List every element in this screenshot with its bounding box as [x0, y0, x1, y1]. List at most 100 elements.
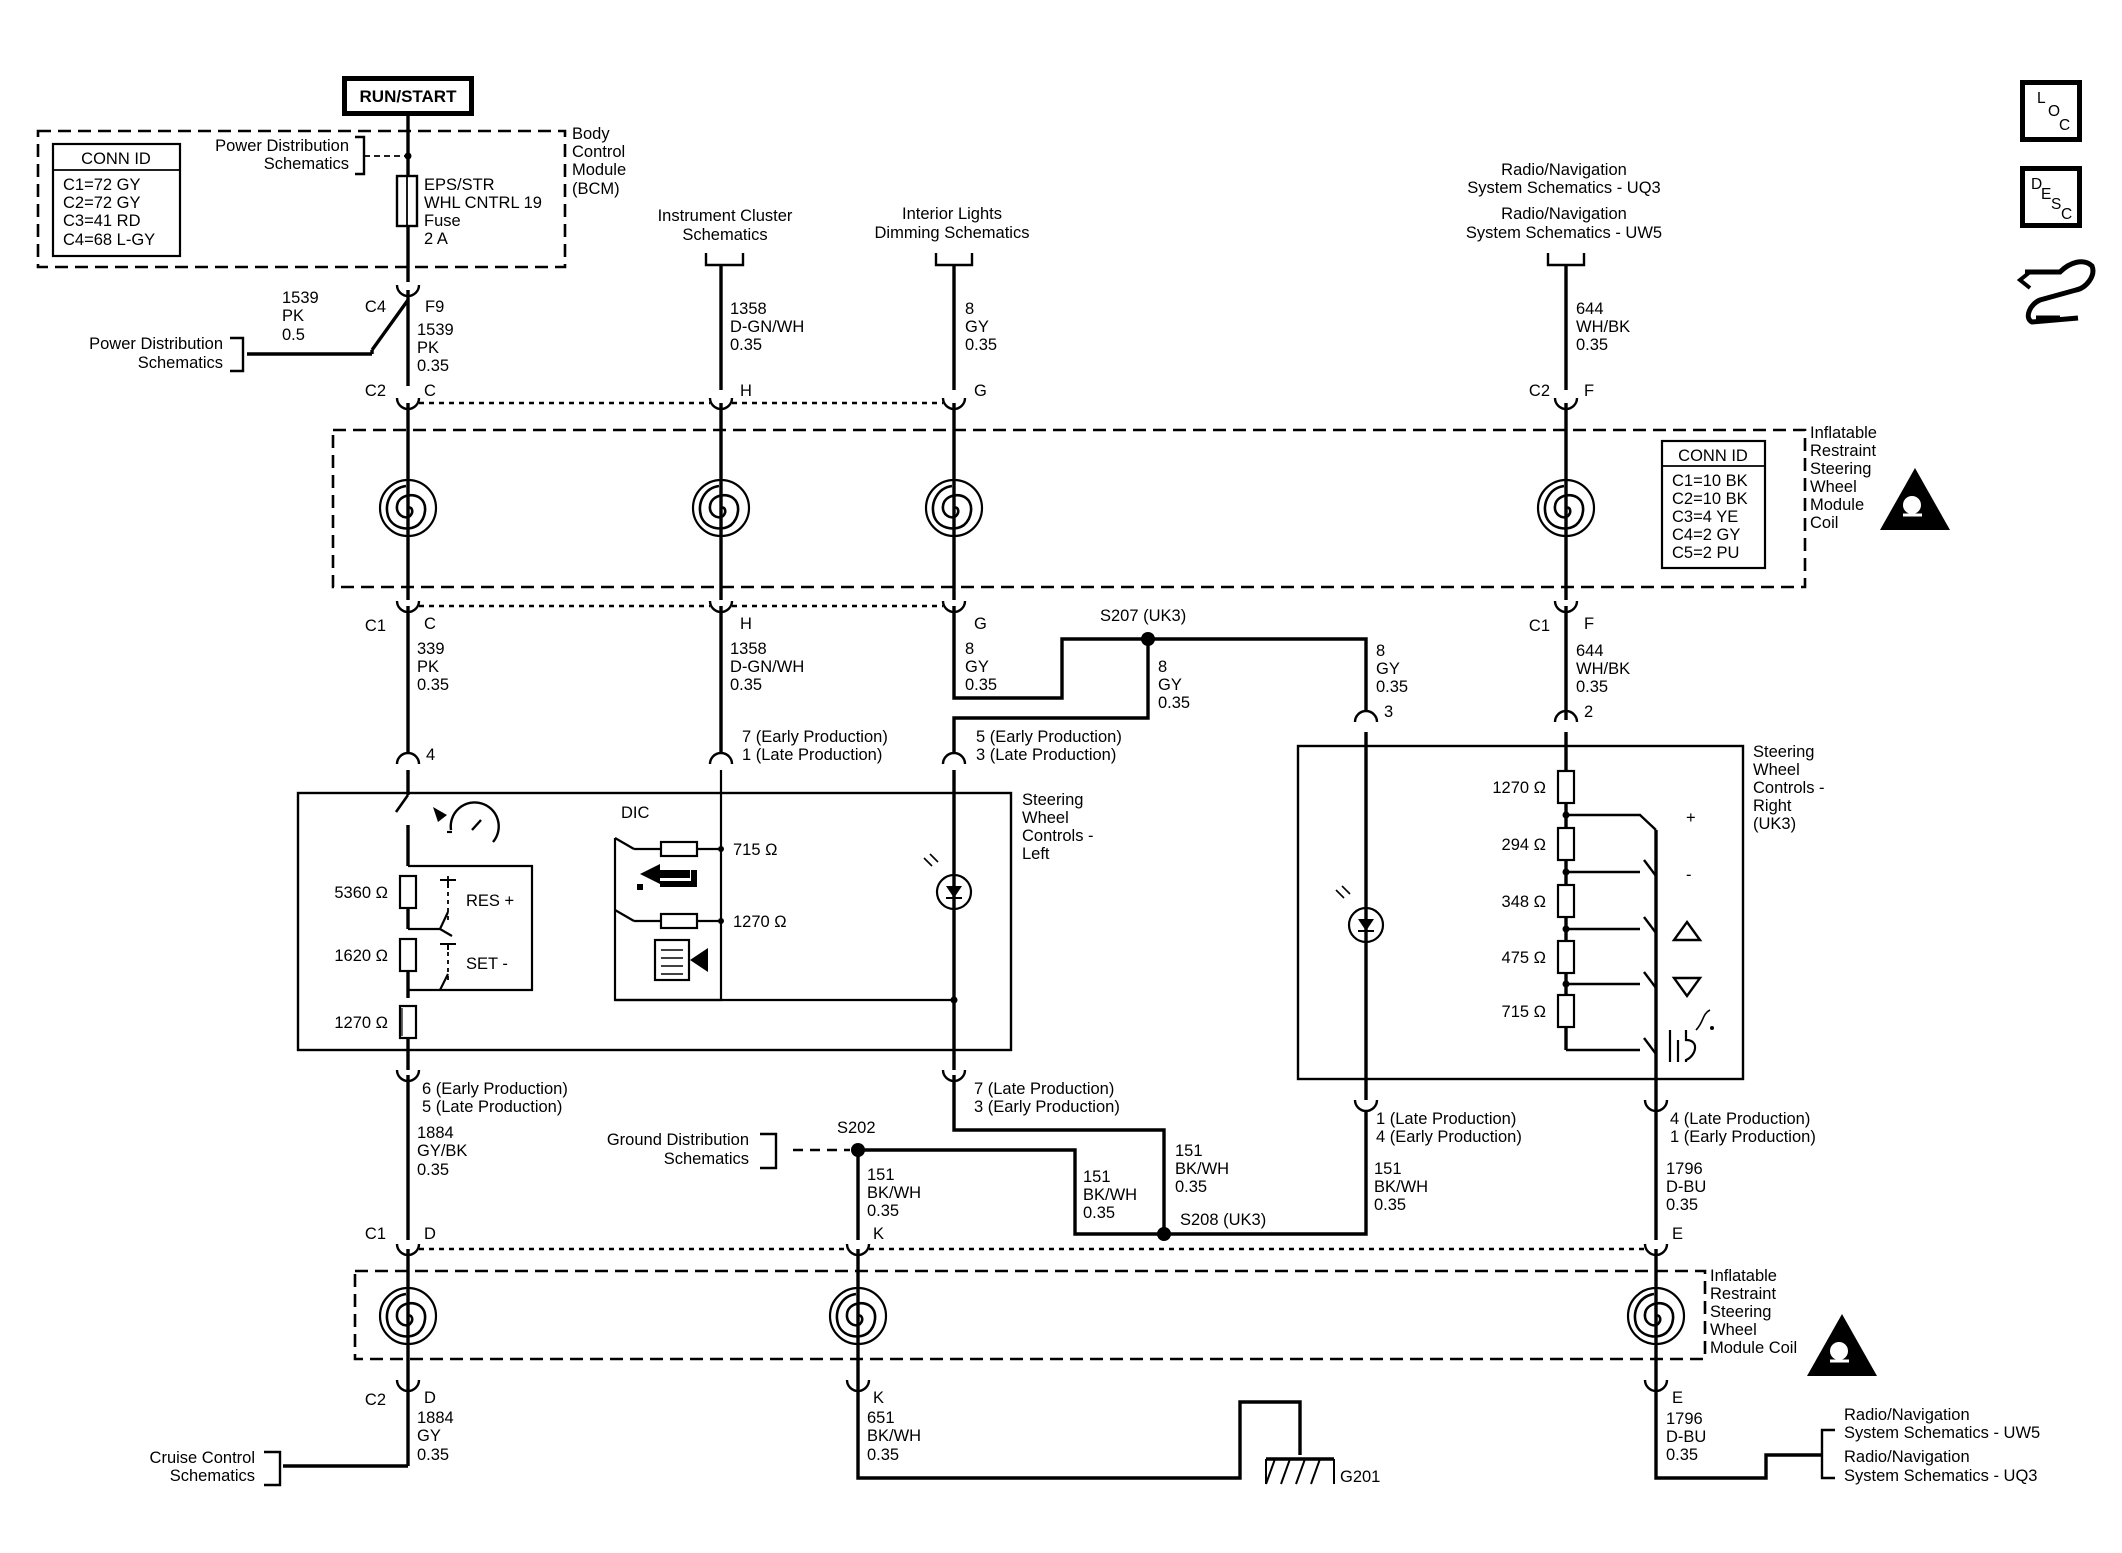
cruise-control-icon	[433, 801, 500, 843]
production-label-right1-bottom: 1 (Late Production) 4 (Early Production)	[1376, 1110, 1522, 1146]
svg-text:C: C	[2061, 206, 2072, 223]
svg-text:1 (Late Production): 1 (Late Production)	[1376, 1110, 1516, 1128]
svg-text:Left: Left	[1022, 845, 1050, 863]
svg-text:BK/WH: BK/WH	[867, 1427, 921, 1445]
svg-text:0.35: 0.35	[1158, 694, 1190, 712]
svg-text:Radio/Navigation: Radio/Navigation	[1501, 161, 1627, 179]
svg-text:Radio/Navigation: Radio/Navigation	[1844, 1448, 1970, 1466]
connector-c1-top: C1 C H G C1 F	[365, 600, 1594, 635]
svg-text:BK/WH: BK/WH	[1083, 1186, 1137, 1204]
svg-text:0.35: 0.35	[417, 357, 449, 375]
svg-text:Steering: Steering	[1710, 1303, 1771, 1321]
svg-text:0.35: 0.35	[1576, 336, 1608, 354]
svg-text:0.35: 0.35	[1666, 1446, 1698, 1464]
svg-text:5360 Ω: 5360 Ω	[334, 884, 388, 902]
svg-text:C: C	[424, 615, 436, 633]
svg-text:0.5: 0.5	[282, 326, 305, 344]
svg-text:151: 151	[867, 1166, 895, 1184]
svg-text:GY: GY	[417, 1427, 441, 1445]
connector-c2-bottom: C2 D K E	[365, 1379, 1683, 1409]
wire-339-label: 339 PK 0.35	[417, 640, 449, 694]
svg-text:339: 339	[417, 640, 445, 658]
wire-8-d-label: 8 GY 0.35	[1376, 642, 1408, 696]
svg-text:RES +: RES +	[466, 892, 514, 910]
svg-text:1 (Late Production): 1 (Late Production)	[742, 746, 882, 764]
bcm-conn-id-table: CONN ID C1=72 GY C2=72 GY C3=41 RD C4=68…	[51, 142, 182, 258]
svg-text:Ground Distribution: Ground Distribution	[607, 1131, 749, 1149]
svg-text:C1=10 BK: C1=10 BK	[1672, 472, 1748, 490]
fuse: EPS/STR WHL CNTRL 19 Fuse 2 A	[395, 174, 542, 248]
svg-text:2 A: 2 A	[424, 230, 448, 248]
desc-icon[interactable]: D E S C	[2020, 166, 2082, 228]
svg-text:0.35: 0.35	[1175, 1178, 1207, 1196]
svg-text:Right: Right	[1753, 797, 1792, 815]
svg-text:S208 (UK3): S208 (UK3)	[1180, 1211, 1266, 1229]
wire-151-b-label: 151 BK/WH 0.35	[1083, 1168, 1137, 1222]
svg-text:5 (Late Production): 5 (Late Production)	[422, 1098, 562, 1116]
connector-c1-bottom: C1 D K E	[365, 1225, 1683, 1257]
svg-text:0.35: 0.35	[867, 1446, 899, 1464]
triangle-up-icon	[1671, 919, 1703, 942]
wire-8-top-label: 8 GY 0.35	[965, 300, 997, 354]
svg-text:Wheel: Wheel	[1710, 1321, 1757, 1339]
svg-text:Restraint: Restraint	[1710, 1285, 1776, 1303]
wire-1358-bottom-label: 1358 D-GN/WH 0.35	[730, 640, 804, 694]
svg-text:C: C	[2059, 117, 2070, 134]
svg-text:4: 4	[426, 746, 435, 764]
svg-text:4 (Late Production): 4 (Late Production)	[1670, 1110, 1810, 1128]
radio-nav-ref-bottom: Radio/Navigation System Schematics - UW5…	[1820, 1406, 2040, 1485]
svg-text:D-GN/WH: D-GN/WH	[730, 318, 804, 336]
airbag-warning-icon	[1880, 468, 1950, 530]
svg-text:Radio/Navigation: Radio/Navigation	[1501, 205, 1627, 223]
svg-text:8: 8	[965, 300, 974, 318]
svg-text:Schematics: Schematics	[138, 354, 223, 372]
svg-text:6 (Early Production): 6 (Early Production)	[422, 1080, 568, 1098]
enter-arrow-icon	[637, 864, 697, 890]
svg-text:E: E	[2041, 186, 2051, 203]
bcm-label-line: Body	[572, 125, 610, 143]
svg-text:BK/WH: BK/WH	[867, 1184, 921, 1202]
svg-text:151: 151	[1374, 1160, 1402, 1178]
conn-id-title: CONN ID	[81, 150, 151, 168]
svg-text:0.35: 0.35	[1376, 678, 1408, 696]
svg-text:K: K	[873, 1225, 884, 1243]
wire-8-b-label: 8 GY 0.35	[965, 640, 997, 694]
svg-text:Wheel: Wheel	[1022, 809, 1069, 827]
svg-text:1 (Early Production): 1 (Early Production)	[1670, 1128, 1816, 1146]
svg-text:Steering: Steering	[1753, 743, 1814, 761]
svg-text:D-BU: D-BU	[1666, 1428, 1706, 1446]
svg-text:8: 8	[1376, 642, 1385, 660]
svg-text:G: G	[974, 615, 987, 633]
illumination-led-icon	[923, 853, 973, 911]
svg-text:5 (Early Production): 5 (Early Production)	[976, 728, 1122, 746]
svg-text:4 (Early Production): 4 (Early Production)	[1376, 1128, 1522, 1146]
svg-text:Cruise Control: Cruise Control	[150, 1449, 255, 1467]
svg-text:8: 8	[965, 640, 974, 658]
svg-text:EPS/STR: EPS/STR	[424, 176, 495, 194]
airbag-warning-icon-bottom	[1807, 1314, 1877, 1376]
conn-id-row: C3=41 RD	[63, 212, 141, 230]
run-start-box: RUN/START	[342, 76, 474, 116]
splice-s208	[1157, 1227, 1171, 1241]
svg-text:WHL CNTRL 19: WHL CNTRL 19	[424, 194, 542, 212]
bcm-label-line: Control	[572, 143, 625, 161]
cruise-control-ref: Cruise Control Schematics	[150, 1449, 282, 1487]
svg-text:Module: Module	[1810, 496, 1864, 514]
svg-text:0.35: 0.35	[965, 336, 997, 354]
svg-text:Schematics: Schematics	[264, 155, 349, 173]
svg-text:C2: C2	[365, 1391, 386, 1409]
svg-text:1796: 1796	[1666, 1410, 1703, 1428]
ground-g201-icon: G201	[1265, 1457, 1380, 1486]
svg-text:System Schematics - UQ3: System Schematics - UQ3	[1844, 1467, 2037, 1485]
connector-end-view-icon[interactable]	[2016, 259, 2096, 325]
svg-text:Power Distribution: Power Distribution	[89, 335, 223, 353]
wire-151-c-label: 151 BK/WH 0.35	[1175, 1142, 1229, 1196]
svg-text:644: 644	[1576, 642, 1604, 660]
loc-icon[interactable]: L O C	[2020, 80, 2082, 142]
svg-text:Power Distribution: Power Distribution	[215, 137, 349, 155]
svg-text:C4: C4	[365, 298, 386, 316]
svg-text:WH/BK: WH/BK	[1576, 318, 1630, 336]
bcm-box: Body Control Module (BCM)	[36, 125, 626, 269]
svg-text:PK: PK	[282, 307, 304, 325]
svg-text:PK: PK	[417, 658, 439, 676]
